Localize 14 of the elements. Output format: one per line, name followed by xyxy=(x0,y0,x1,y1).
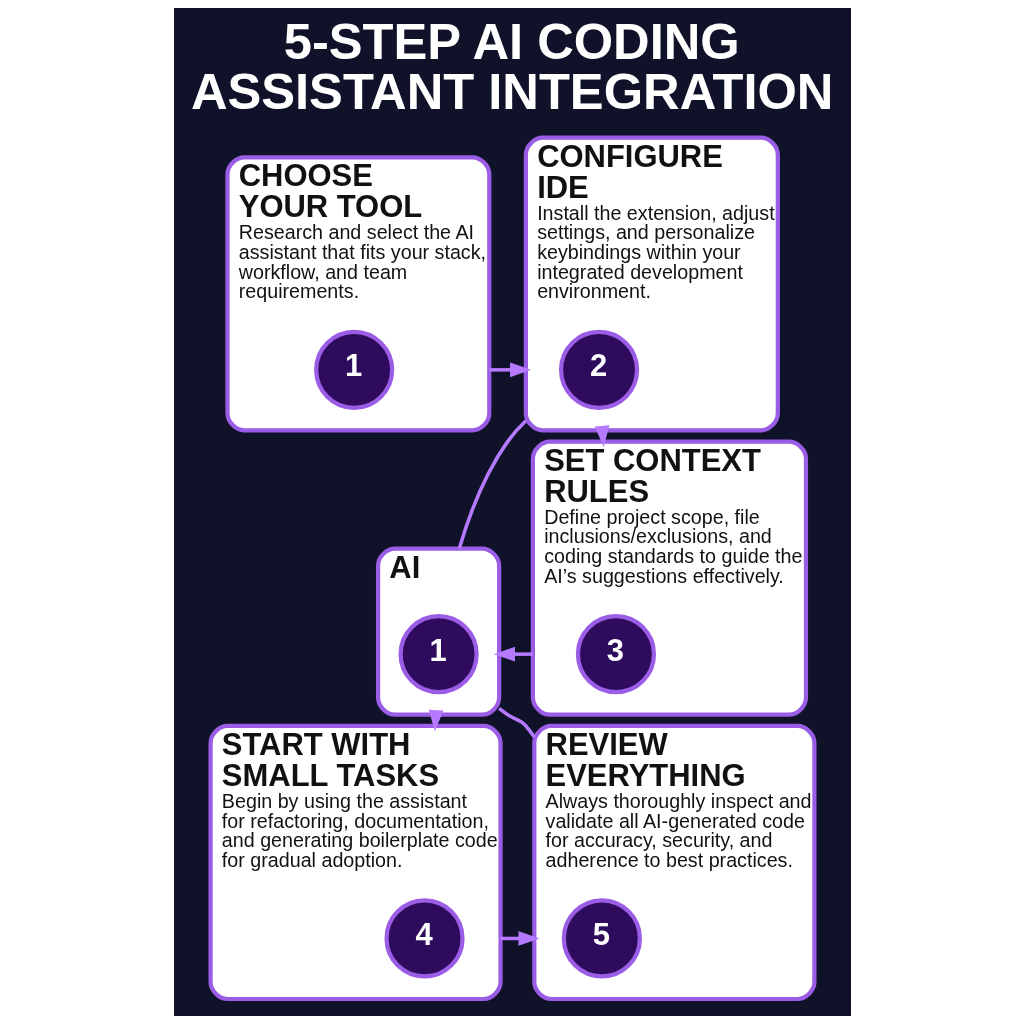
connector xyxy=(457,419,527,550)
arrow xyxy=(428,709,443,732)
arrow xyxy=(488,362,531,378)
arrow xyxy=(493,646,533,662)
node-circle: 1 xyxy=(313,329,394,410)
node-circle: 2 xyxy=(558,329,639,410)
arrow xyxy=(594,425,609,447)
node-circle: 3 xyxy=(575,614,656,695)
node-circle: 1 xyxy=(398,614,479,695)
arrow xyxy=(500,931,540,946)
diagram-title: 5-STEP AI CODING ASSISTANT INTEGRATION xyxy=(190,12,833,121)
node-circle: 4 xyxy=(383,898,465,979)
connector xyxy=(497,706,536,739)
node-circle: 5 xyxy=(561,898,642,979)
